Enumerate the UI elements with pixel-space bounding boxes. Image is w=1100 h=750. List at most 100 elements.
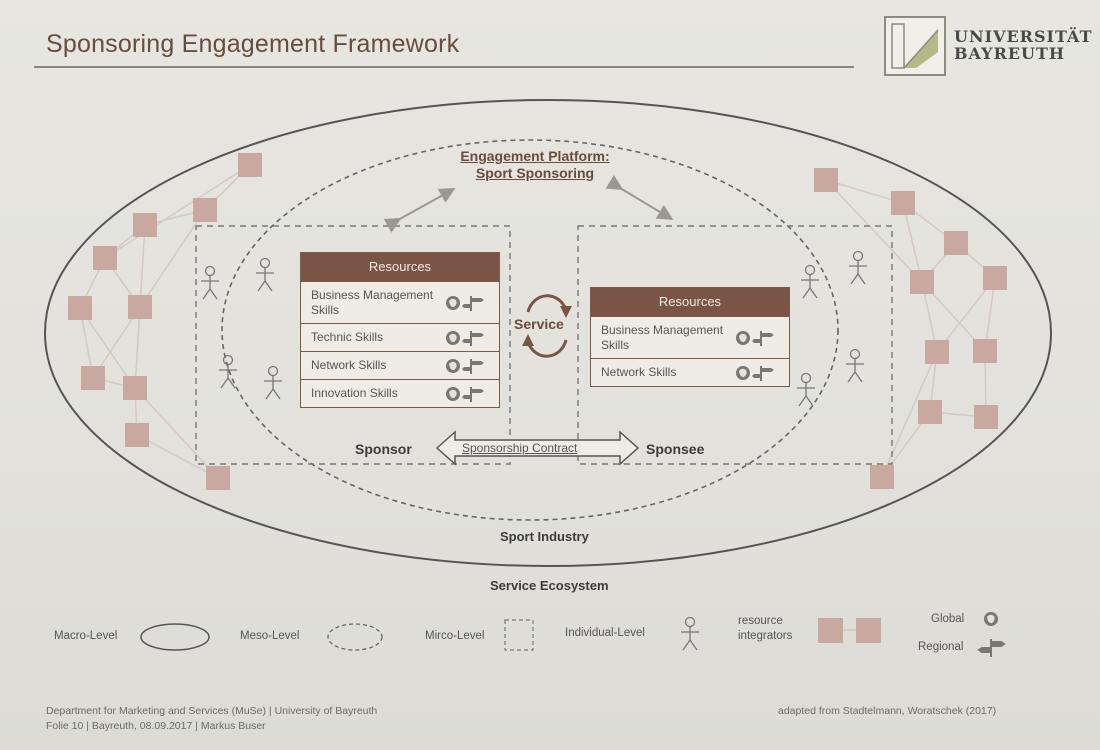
resource-integrator-square [125, 423, 149, 447]
sponsorship-contract-label: Sponsorship Contract [462, 441, 578, 455]
legend-micro-label: Mirco-Level [425, 630, 485, 642]
legend-integrators-label: resource integrators [738, 614, 792, 644]
resource-integrator-square [123, 376, 147, 400]
footer-source: adapted from Stadtelmann, Woratschek (20… [778, 705, 997, 717]
resource-row: Network Skills [301, 351, 499, 379]
resource-integrator-square [973, 339, 997, 363]
legend-micro-box [504, 619, 534, 651]
person-icon [200, 265, 220, 300]
global-regional-icons [446, 295, 484, 311]
university-logo-icon [884, 16, 946, 76]
person-icon [218, 354, 238, 389]
resource-integrator-square [918, 400, 942, 424]
global-regional-icons [736, 330, 774, 346]
sponsee-resources-box: Resources Business Management Skills Net… [590, 287, 790, 387]
resource-row: Business Management Skills [591, 316, 789, 358]
title-divider [34, 66, 854, 68]
sport-industry-label: Sport Industry [500, 529, 589, 544]
person-icon [800, 264, 820, 299]
right-resource-integrators [814, 168, 1007, 489]
resource-row: Technic Skills [301, 323, 499, 351]
resource-integrator-square [870, 465, 894, 489]
platform-line-2: Sport Sponsoring [475, 165, 595, 181]
legend-integrators-line-1: resource [738, 615, 783, 627]
page-title: Sponsoring Engagement Framework [46, 30, 460, 58]
resource-integrator-square [814, 168, 838, 192]
resource-row: Business Management Skills [301, 281, 499, 323]
legend-integrator-square [856, 618, 881, 643]
person-icon [845, 348, 865, 383]
global-regional-icons [446, 330, 484, 346]
sponsorship-contract-arrow [435, 430, 640, 466]
logo-line-1: UNIVERSITÄT [954, 27, 1093, 46]
meso-level-ellipse [221, 139, 839, 521]
footer-line-2: Folie 10 | Bayreuth, 08.09.2017 | Markus… [46, 720, 266, 732]
sponsee-label: Sponsee [646, 441, 705, 457]
resource-integrator-square [133, 213, 157, 237]
right-network-links [825, 179, 996, 478]
university-logo-text: UNIVERSITÄT BAYREUTH [954, 28, 1092, 62]
legend-person-icon [680, 616, 700, 651]
engagement-platform-label: Engagement Platform: Sport Sponsoring [420, 148, 650, 182]
logo-line-2: BAYREUTH [954, 44, 1066, 63]
resource-row: Innovation Skills [301, 379, 499, 407]
global-regional-icons [446, 386, 484, 402]
service-arrow-bottom [526, 339, 568, 358]
resource-integrator-square [910, 270, 934, 294]
legend-meso-label: Meso-Level [240, 630, 300, 642]
footer-left: Department for Marketing and Services (M… [46, 704, 377, 734]
left-network-links [79, 164, 251, 479]
legend-individual-label: Individual-Level [565, 627, 645, 639]
resource-integrator-square [206, 466, 230, 490]
legend-regional-label: Regional [918, 641, 964, 653]
person-icon [796, 372, 816, 407]
resource-integrator-square [925, 340, 949, 364]
resource-integrator-square [983, 266, 1007, 290]
person-icon [255, 257, 275, 292]
sponsor-resources-box: Resources Business Management Skills Tec… [300, 252, 500, 408]
left-resource-integrators [68, 153, 262, 490]
resource-label: Business Management Skills [311, 288, 434, 317]
service-label: Service [514, 316, 564, 332]
resource-integrator-square [68, 296, 92, 320]
legend-macro-ellipse [140, 623, 210, 651]
legend-meso-ellipse [327, 623, 383, 651]
person-icon [848, 250, 868, 285]
legend-macro-label: Macro-Level [54, 630, 118, 642]
resource-integrator-square [974, 405, 998, 429]
sponsor-label: Sponsor [355, 441, 412, 457]
platform-line-1: Engagement Platform: [460, 148, 610, 164]
sponsee-resources-header: Resources [591, 288, 789, 316]
resource-integrator-square [93, 246, 117, 270]
platform-arrow-right [605, 174, 674, 221]
person-icon [263, 365, 283, 400]
resource-label: Business Management Skills [601, 323, 724, 352]
platform-arrow-left [383, 188, 456, 233]
footer-line-1: Department for Marketing and Services (M… [46, 705, 378, 717]
legend-global-label: Global [931, 613, 965, 625]
macro-level-ellipse [44, 99, 1052, 567]
resource-label: Network Skills [311, 358, 387, 372]
resource-label: Technic Skills [311, 330, 384, 344]
global-regional-icons [736, 365, 774, 381]
resource-label: Network Skills [601, 365, 677, 379]
legend-signpost-icon [977, 639, 1006, 657]
resource-integrator-square [128, 295, 152, 319]
service-ecosystem-label: Service Ecosystem [490, 578, 609, 593]
sponsor-micro-box [195, 225, 511, 465]
resource-integrator-square [193, 198, 217, 222]
resource-integrator-square [81, 366, 105, 390]
resource-row: Network Skills [591, 358, 789, 386]
resource-integrator-square [891, 191, 915, 215]
legend-integrators-line-2: integrators [738, 630, 793, 642]
sponsor-resources-header: Resources [301, 253, 499, 281]
resource-integrator-square [238, 153, 262, 177]
service-arrow-top [526, 294, 568, 313]
global-regional-icons [446, 358, 484, 374]
sponsee-micro-box [577, 225, 893, 465]
resource-label: Innovation Skills [311, 386, 398, 400]
legend-globe-icon [984, 612, 998, 626]
legend-integrator-square [818, 618, 843, 643]
